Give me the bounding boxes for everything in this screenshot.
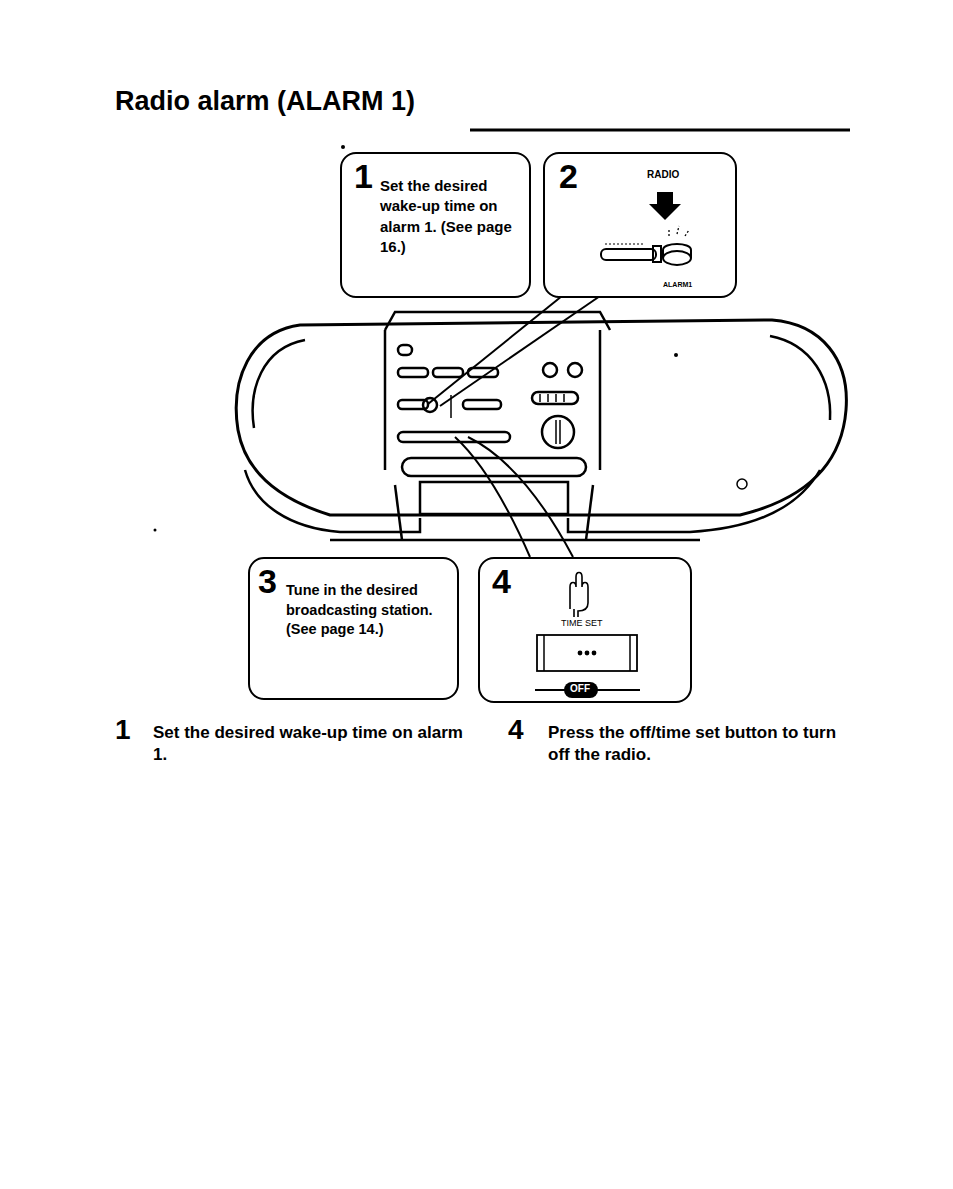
- step-callout-box: 1Set the desired wake-up time on alarm 1…: [340, 152, 531, 298]
- step-callout-box: 3Tune in the desired broadcasting statio…: [248, 557, 459, 700]
- page-title: Radio alarm (ALARM 1): [115, 86, 415, 117]
- step-number: 1: [115, 716, 131, 744]
- callout-text: ALARM1: [663, 280, 692, 289]
- callout-text: Tune in the desired broadcasting station…: [286, 581, 446, 640]
- step-instruction: Set the desired wake-up time on alarm 1.: [153, 722, 463, 766]
- step-number: 4: [492, 563, 511, 600]
- step-instruction: Press the off/time set button to turn of…: [548, 722, 860, 766]
- time-set-button-icon: [480, 559, 690, 704]
- callout-text: RADIO: [647, 168, 679, 182]
- step-callout-box: 4TIME SET OFF: [478, 557, 692, 703]
- callout-text: Set the desired wake-up time on alarm 1.…: [380, 176, 522, 257]
- callout-text: OFF: [568, 683, 592, 695]
- step-number: 4: [508, 716, 524, 744]
- callout-text: TIME SET: [561, 617, 603, 629]
- step-number: 3: [258, 563, 277, 600]
- step-callout-box: 2 RADIO ALARM1: [543, 152, 737, 298]
- step-number: 1: [354, 158, 373, 195]
- step-number: 2: [559, 158, 578, 195]
